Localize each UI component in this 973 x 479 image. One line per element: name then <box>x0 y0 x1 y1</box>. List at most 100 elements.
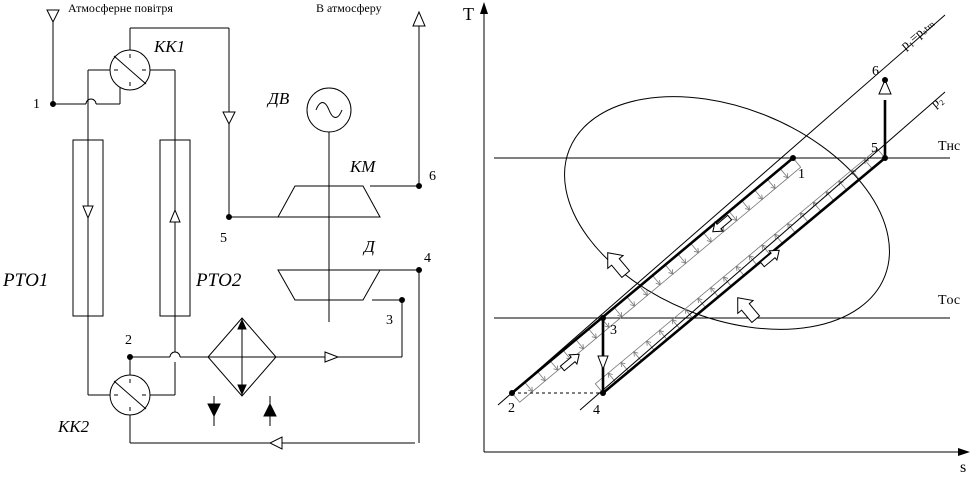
hatch-tick-head <box>668 269 674 275</box>
hatch-tick-head <box>591 333 597 339</box>
hatch-tick-head <box>693 247 700 254</box>
hatch-tick <box>537 371 546 382</box>
hatch-tick-head <box>681 258 687 264</box>
hatch-tick-head <box>655 279 661 286</box>
process-scheme <box>46 9 426 450</box>
node-label-2: 2 <box>125 333 132 348</box>
hatch-tick-head <box>658 329 665 336</box>
hatch-tick-head <box>604 322 610 329</box>
node-label-6: 6 <box>429 169 436 184</box>
hatch-tick-head <box>617 312 623 318</box>
hatch-tick <box>748 255 758 266</box>
air-inlet-label: Атмосферне повітря <box>68 1 173 15</box>
hatch-tick-head <box>642 290 648 296</box>
flow-arrow-mid-upper <box>712 214 733 233</box>
hatch-tick <box>787 223 796 234</box>
hatch-tick <box>652 275 661 285</box>
air-inlet-arrow <box>46 9 60 24</box>
hatch-tick <box>639 285 648 296</box>
process-4-5 <box>602 157 886 394</box>
hatch-band-upper <box>511 157 802 403</box>
hatch-tick-head <box>799 212 806 218</box>
state-label-4: 4 <box>593 403 600 418</box>
hatch-tick <box>800 212 809 223</box>
hatch-tick <box>646 340 655 351</box>
isobar-p1 <box>497 14 946 406</box>
state-point-6 <box>882 77 888 83</box>
hatch-tick-head <box>527 386 533 393</box>
node-label-3: 3 <box>386 313 393 328</box>
hatch-tick <box>550 360 559 371</box>
exhaust-arrow <box>412 10 426 27</box>
hatch-tick <box>607 372 617 383</box>
heat-exchanger <box>207 317 277 426</box>
isobar-p2 <box>579 91 946 411</box>
t-axis-label: T <box>463 4 474 24</box>
temp-cold-label: Tос <box>938 293 960 308</box>
node-4-dot <box>416 267 422 273</box>
hatch-tick-head <box>633 351 639 357</box>
hatch-tick <box>659 330 668 340</box>
hatch-tick-head <box>684 308 690 314</box>
hatch-tick-head <box>761 244 767 250</box>
hatch-tick-head <box>620 361 626 368</box>
state-label-6: 6 <box>872 64 879 79</box>
switch-kk2 <box>109 374 151 416</box>
hatch-tick <box>779 168 789 179</box>
hatch-tick-head <box>540 376 546 382</box>
rto2-flow-arrow <box>169 208 181 223</box>
rto1-label: РТО1 <box>2 270 48 291</box>
s-axis-arrowhead <box>958 448 970 456</box>
hatch-tick <box>620 362 629 372</box>
state-label-5: 5 <box>871 141 878 156</box>
hatch-tick-head <box>710 287 716 293</box>
hatch-tick-head <box>697 297 703 304</box>
flow-arrow-down <box>222 111 236 126</box>
node-label-1: 1 <box>33 97 40 112</box>
hatch-tick <box>761 244 770 255</box>
hatch-tick-head <box>770 183 776 190</box>
coolant-out-arrow <box>207 403 221 418</box>
motor-dv <box>306 87 352 133</box>
hatch-tick-head <box>783 173 789 179</box>
state-point-3 <box>600 315 606 321</box>
hatch-tick-head <box>787 222 793 229</box>
hatch-tick <box>575 339 584 350</box>
hatch-tick <box>633 351 642 362</box>
hatch-tick-head <box>553 365 559 371</box>
arrow-5-6 <box>878 78 892 95</box>
hatch-tick <box>812 201 822 212</box>
hatch-tick-head <box>671 319 677 325</box>
scheme-labels: Атмосферне повітря В атмосферу КК1 КК2 Д… <box>2 1 436 436</box>
regeneration-loop <box>564 96 890 330</box>
hatch-tick <box>690 243 699 253</box>
hatch-tick <box>838 180 847 191</box>
hatch-tick-head <box>757 194 763 200</box>
hatch-tick <box>728 211 738 221</box>
hatch-tick-head <box>864 158 870 165</box>
t-axis-arrowhead <box>480 2 488 14</box>
hatch-tick-head <box>744 205 751 211</box>
hatch-tick-head <box>607 372 613 378</box>
kk1-label: КК1 <box>153 37 185 56</box>
hatch-tick <box>626 296 635 307</box>
process-2-1 <box>511 157 794 394</box>
flow-arrow-loop-upper <box>607 252 631 279</box>
rto2-label: РТО2 <box>195 270 242 291</box>
hatch-tick <box>697 298 706 308</box>
hatch-tick-head <box>812 201 818 207</box>
s-axis-label: s <box>960 459 966 474</box>
flow-arrow-along-lower <box>759 249 780 268</box>
hatch-tick <box>677 253 687 264</box>
hatch-tick <box>767 179 776 189</box>
rto1-flow-arrow <box>82 205 94 220</box>
hatch-tick-head <box>578 344 585 350</box>
node-6-dot <box>416 183 422 189</box>
kk2-label: КК2 <box>57 417 90 436</box>
expander-label: Д <box>362 237 376 256</box>
motor-label: ДВ <box>266 89 290 108</box>
hatch-tick-head <box>646 340 652 346</box>
node-label-5: 5 <box>220 231 227 246</box>
hatch-tick <box>774 233 783 244</box>
